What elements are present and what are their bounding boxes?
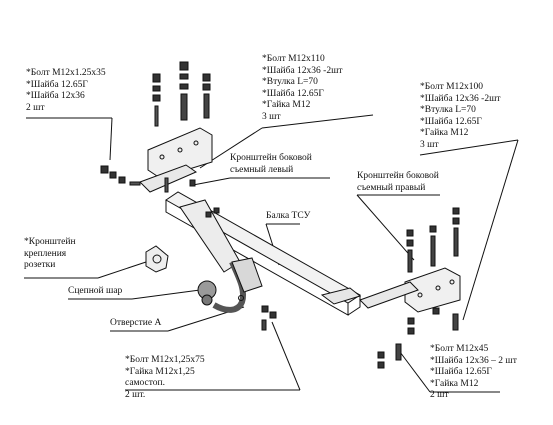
tow-ball-label: Сцепной шар — [68, 286, 123, 296]
left-side-bracket — [139, 127, 213, 193]
hitch-beam — [165, 191, 362, 316]
bottom-right-bolt-callout: *Болт М12х45 *Шайба 12х36 – 2 шт *Шайба … — [430, 344, 517, 400]
bolt-stack-center-top — [152, 61, 211, 127]
left-bolt-callout: *Болт М12х1.25х35 *Шайба 12.65Г *Шайба 1… — [26, 68, 106, 113]
beam-label: Балка ТСУ — [266, 211, 311, 221]
bolt-stack-left-small — [100, 165, 141, 186]
bolt-stack-right-bottom — [377, 307, 459, 369]
center-bolt-callout: *Болт М12х110 *Шайба 12х36 -2шт *Втулка … — [262, 54, 343, 122]
bolt-stack-right-top — [406, 207, 460, 273]
bolt-stack-center-bottom — [164, 177, 220, 218]
hole-a-label: Отверстие А — [110, 318, 162, 328]
bolt-stack-bottom — [261, 305, 277, 331]
tow-ball-assembly — [197, 257, 263, 313]
leader-lines — [24, 114, 519, 393]
socket-bracket-label: *Кронштейн крепления розетки — [24, 237, 76, 270]
right-bolt-callout: *Болт М12х100 *Шайба 12х36 -2шт *Втулка … — [420, 82, 501, 150]
bracket-right-label: Кронштейн боковой съемный правый — [357, 171, 439, 193]
socket-bracket — [145, 245, 169, 273]
bottom-bolt-callout: *Болт М12х1,25х75 *Гайка М12х1,25 самост… — [125, 355, 205, 400]
right-side-bracket — [359, 267, 461, 313]
bracket-left-label: Кронштейн боковой съемный левый — [230, 153, 312, 175]
